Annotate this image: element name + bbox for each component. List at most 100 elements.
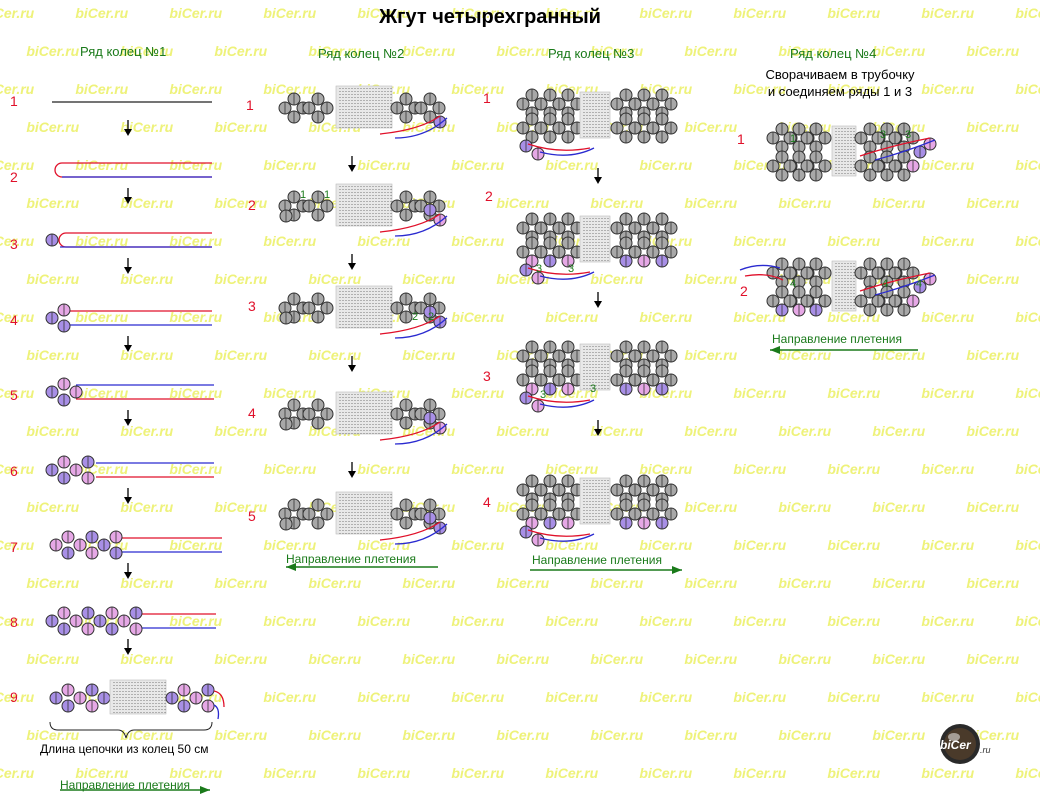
pattern-dot <box>360 198 362 199</box>
pattern-dot <box>381 195 383 196</box>
watermark-text: biCer.ru <box>1015 157 1040 173</box>
pattern-dot <box>378 109 380 110</box>
pattern-dot <box>363 406 365 407</box>
pattern-dot <box>137 685 139 686</box>
pattern-dot <box>838 146 840 147</box>
pattern-dot <box>378 409 380 410</box>
pattern-dot <box>390 315 392 316</box>
pattern-dot <box>360 415 362 416</box>
pattern-dot <box>375 88 377 89</box>
pattern-dot <box>363 213 365 214</box>
watermark-text: biCer.ru <box>357 537 410 553</box>
pattern-dot <box>152 697 154 698</box>
pattern-dot <box>378 204 380 205</box>
pattern-dot <box>375 103 377 104</box>
pattern-dot <box>369 527 371 528</box>
pattern-dot <box>345 109 347 110</box>
pattern-dot <box>847 161 849 162</box>
watermark-text: biCer.ru <box>921 81 974 97</box>
pattern-dot <box>378 127 380 128</box>
pattern-dot <box>589 248 591 249</box>
pattern-dot <box>847 269 849 270</box>
pattern-dot <box>592 480 594 481</box>
pattern-dot <box>369 309 371 310</box>
pattern-dot <box>354 518 356 519</box>
pattern-dot <box>841 137 843 138</box>
pattern-dot <box>607 364 609 365</box>
pattern-dot <box>140 682 142 683</box>
pattern-dot <box>598 242 600 243</box>
pattern-dot <box>589 124 591 125</box>
pattern-dot <box>601 382 603 383</box>
watermark-text: biCer.ru <box>0 613 35 629</box>
pattern-dot <box>155 703 157 704</box>
pattern-dot <box>381 192 383 193</box>
pattern-dot <box>595 379 597 380</box>
pattern-dot <box>161 703 163 704</box>
watermark-text: biCer.ru <box>639 765 692 781</box>
pattern-dot <box>595 130 597 131</box>
pattern-dot <box>853 170 855 171</box>
watermark-text: biCer.ru <box>733 461 786 477</box>
watermark-text: biCer.ru <box>639 537 692 553</box>
pattern-dot <box>853 155 855 156</box>
pattern-dot <box>113 703 115 704</box>
pattern-dot <box>601 367 603 368</box>
pattern-dot <box>583 218 585 219</box>
pattern-dot <box>143 709 145 710</box>
pattern-dot <box>342 204 344 205</box>
pattern-dot <box>387 506 389 507</box>
pattern-dot <box>357 124 359 125</box>
pattern-dot <box>363 303 365 304</box>
pattern-dot <box>357 213 359 214</box>
pattern-dot <box>601 349 603 350</box>
pattern-dot <box>850 266 852 267</box>
pattern-dot <box>372 186 374 187</box>
pattern-dot <box>604 522 606 523</box>
pattern-dot <box>390 291 392 292</box>
watermark-text: biCer.ru <box>590 575 643 591</box>
pattern-dot <box>113 688 115 689</box>
ring-number: 2 <box>412 311 418 323</box>
pattern-dot <box>363 103 365 104</box>
pattern-dot <box>372 500 374 501</box>
pattern-dot <box>853 143 855 144</box>
pattern-dot <box>838 299 840 300</box>
pattern-dot <box>348 210 350 211</box>
pattern-dot <box>372 112 374 113</box>
pattern-dot <box>601 355 603 356</box>
watermark-text: biCer.ru <box>827 613 880 629</box>
pattern-dot <box>850 275 852 276</box>
pattern-dot <box>348 222 350 223</box>
pattern-dot <box>375 433 377 434</box>
pattern-dot <box>354 430 356 431</box>
pattern-dot <box>378 515 380 516</box>
watermark-text: biCer.ru <box>966 195 1019 211</box>
pattern-dot <box>589 355 591 356</box>
pattern-dot <box>604 346 606 347</box>
pattern-dot <box>369 515 371 516</box>
watermark-text: biCer.ru <box>120 651 173 667</box>
pattern-dot <box>354 106 356 107</box>
pattern-dot <box>345 427 347 428</box>
watermark-text: biCer.ru <box>545 689 598 705</box>
watermark-text: biCer.ru <box>966 727 1019 743</box>
pattern-dot <box>384 303 386 304</box>
watermark-text: biCer.ru <box>496 651 549 667</box>
pattern-dot <box>351 91 353 92</box>
pattern-dot <box>589 504 591 505</box>
pattern-dot <box>360 306 362 307</box>
pattern-dot <box>375 94 377 95</box>
watermark-text: biCer.ru <box>921 461 974 477</box>
pattern-dot <box>369 294 371 295</box>
pattern-dot <box>357 327 359 328</box>
pattern-dot <box>375 430 377 431</box>
pattern-dot <box>601 522 603 523</box>
pattern-dot <box>369 521 371 522</box>
pattern-dot <box>345 433 347 434</box>
pattern-dot <box>850 305 852 306</box>
pattern-dot <box>384 94 386 95</box>
pattern-dot <box>607 133 609 134</box>
pattern-dot <box>381 400 383 401</box>
pattern-dot <box>604 513 606 514</box>
